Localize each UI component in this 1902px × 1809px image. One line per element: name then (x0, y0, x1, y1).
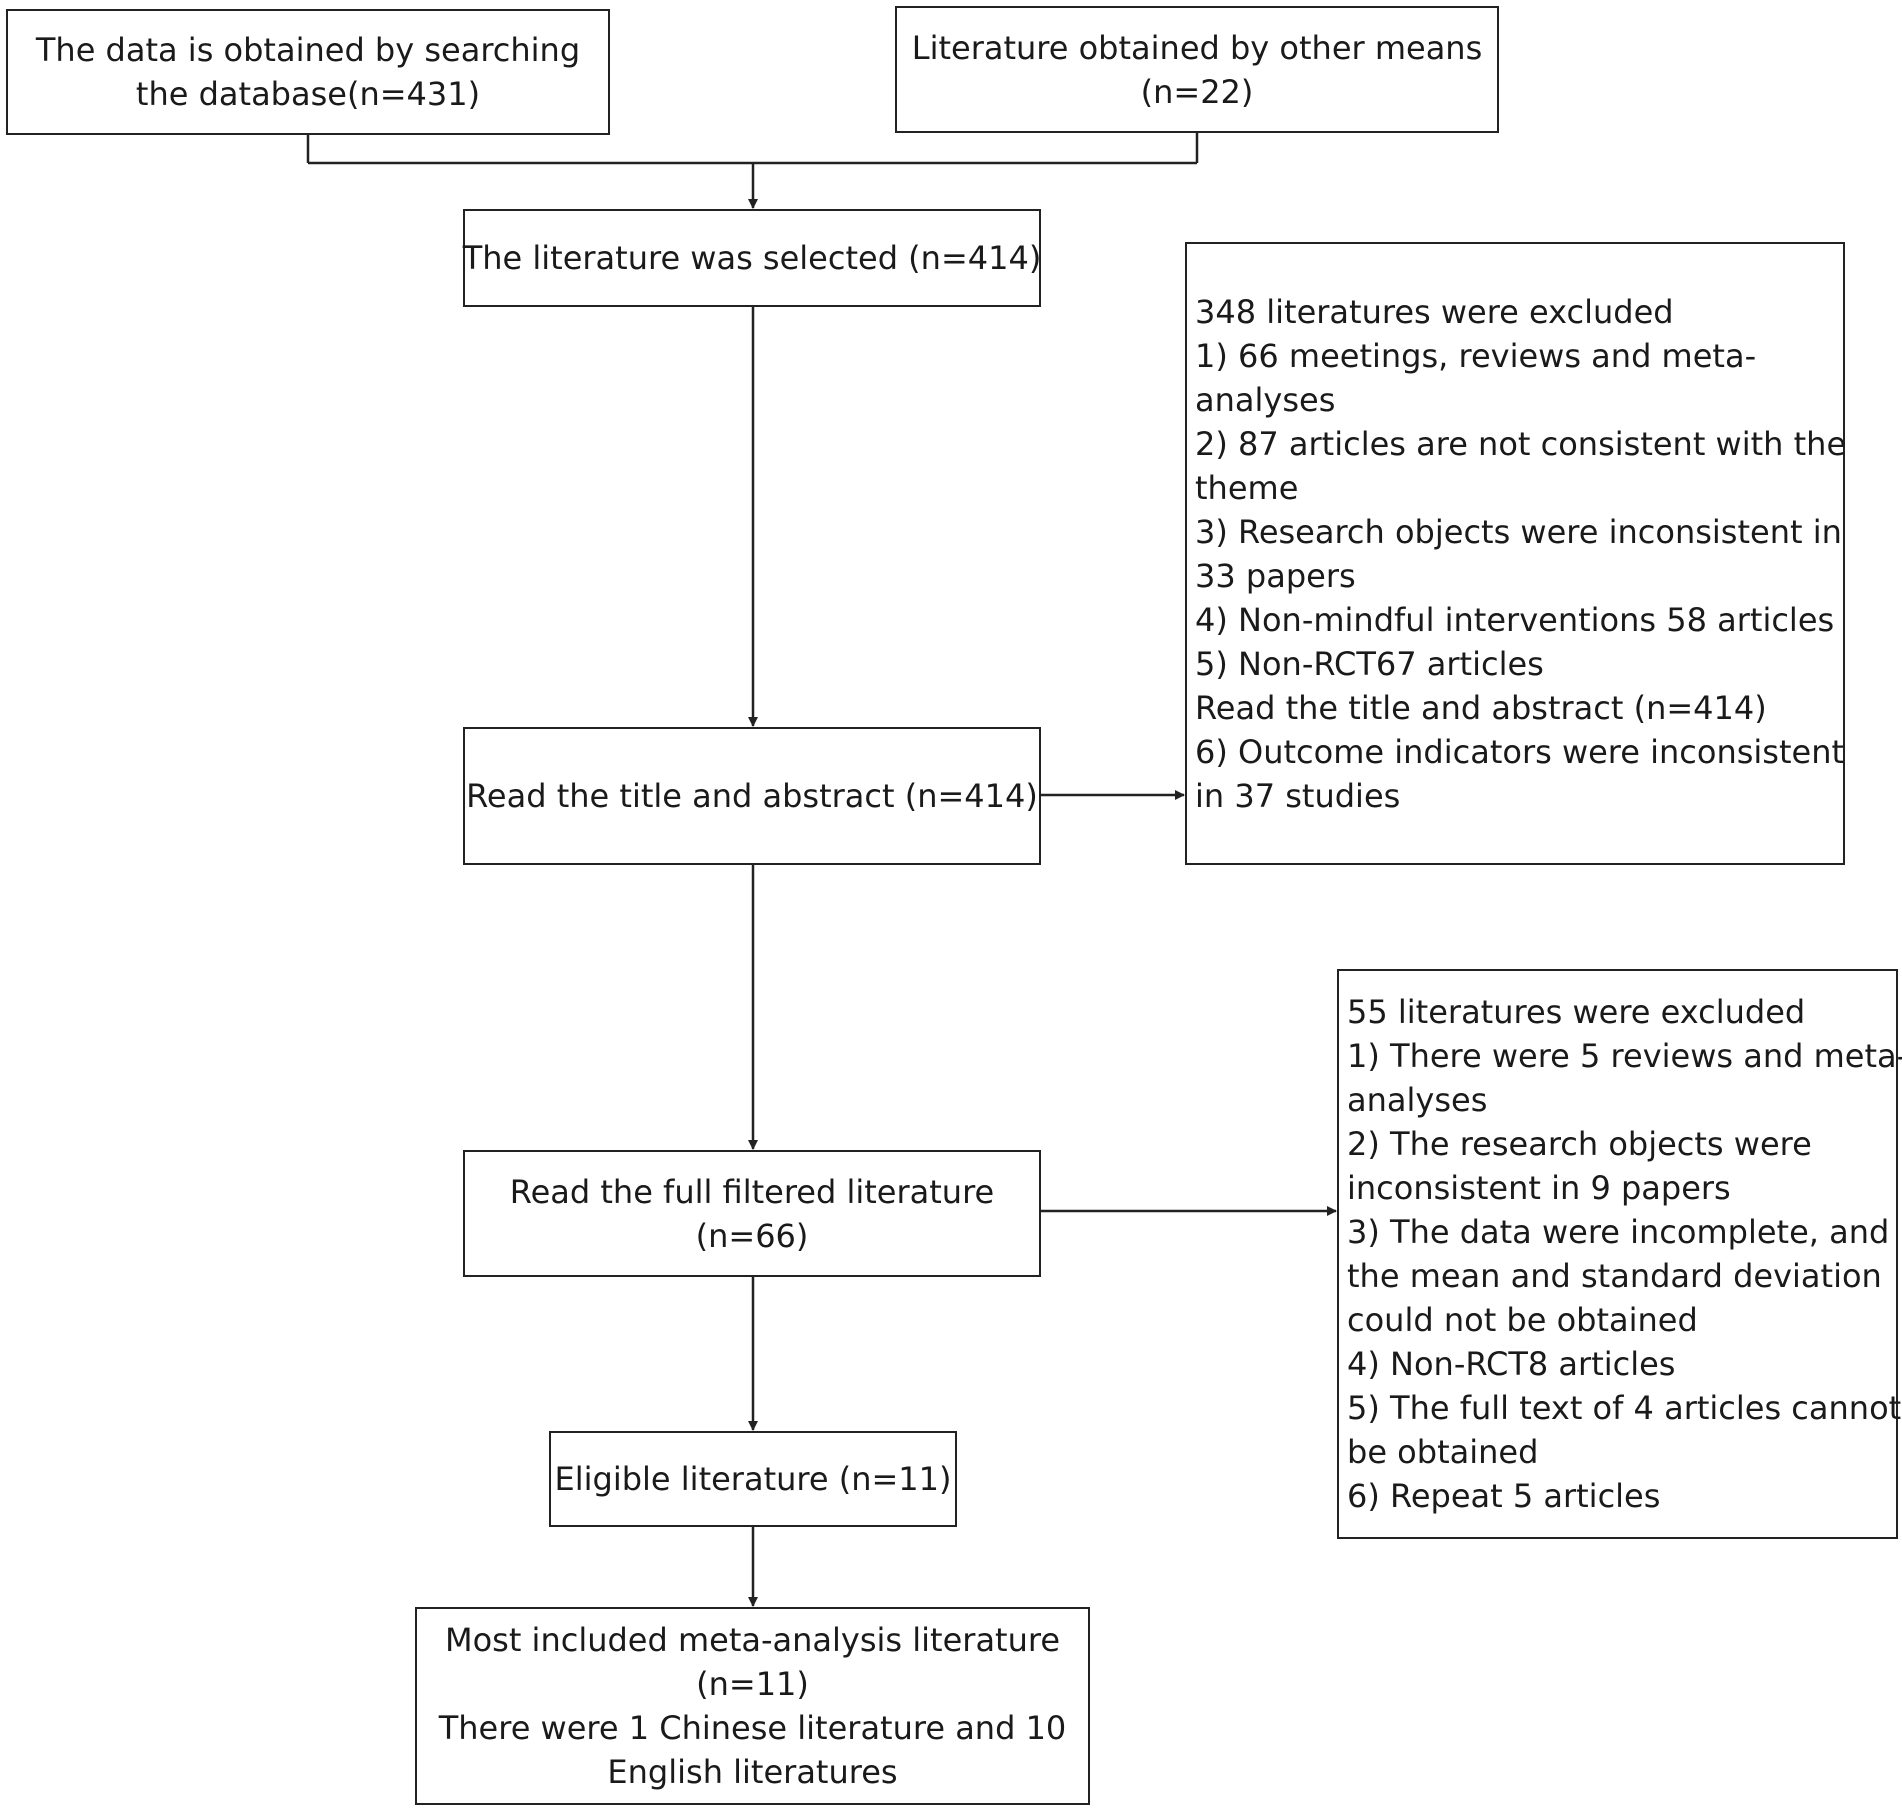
excluded-1-box: 348 literatures were excluded 1) 66 meet… (1185, 242, 1847, 865)
excluded-2-line-6: 3) The data were incomplete, and (1347, 1213, 1890, 1251)
other-means-line-2: (n=22) (1140, 72, 1254, 111)
database-search-box: The data is obtained by searching the da… (6, 9, 610, 135)
selected-box: The literature was selected (n=414) (463, 209, 1041, 307)
excluded-1-line-2: 1) 66 meetings, reviews and meta- (1195, 336, 1757, 375)
excluded-2-box: 55 literatures were excluded 1) There we… (1337, 969, 1902, 1539)
excluded-2-line-3: analyses (1347, 1081, 1488, 1119)
excluded-1-line-11: 6) Outcome indicators were inconsistent (1195, 732, 1845, 771)
eligible-line-1: Eligible literature (n=11) (554, 1460, 952, 1498)
excluded-1-line-7: 33 papers (1195, 556, 1356, 595)
excluded-1-line-5: theme (1195, 468, 1299, 507)
excluded-2-line-4: 2) The research objects were (1347, 1125, 1812, 1163)
included-line-4: English literatures (607, 1753, 898, 1791)
excluded-2-line-12: 6) Repeat 5 articles (1347, 1477, 1661, 1515)
database-search-line-2: the database(n=431) (135, 75, 481, 113)
database-search-line-1: The data is obtained by searching (35, 31, 581, 69)
included-box: Most included meta-analysis literature (… (415, 1607, 1090, 1805)
selected-line-1: The literature was selected (n=414) (462, 239, 1042, 277)
excluded-2-line-1: 55 literatures were excluded (1347, 993, 1806, 1031)
excluded-2-line-11: be obtained (1347, 1433, 1539, 1471)
full-text-line-1: Read the full filtered literature (509, 1172, 995, 1211)
eligible-box: Eligible literature (n=11) (549, 1431, 957, 1527)
other-means-line-1: Literature obtained by other means (911, 28, 1483, 67)
excluded-2-line-10: 5) The full text of 4 articles cannot (1347, 1389, 1902, 1427)
included-line-2: (n=11) (696, 1665, 809, 1703)
excluded-2-line-8: could not be obtained (1347, 1301, 1698, 1339)
excluded-2-line-9: 4) Non-RCT8 articles (1347, 1345, 1676, 1383)
excluded-1-line-9: 5) Non-RCT67 articles (1195, 644, 1544, 683)
excluded-1-line-6: 3) Research objects were inconsistent in (1195, 512, 1842, 551)
excluded-1-line-3: analyses (1195, 380, 1336, 419)
excluded-1-line-1: 348 literatures were excluded (1195, 292, 1674, 331)
full-text-line-2: (n=66) (695, 1216, 809, 1255)
excluded-1-line-10: Read the title and abstract (n=414) (1195, 688, 1767, 727)
excluded-1-line-4: 2) 87 articles are not consistent with t… (1195, 424, 1847, 463)
excluded-2-line-7: the mean and standard deviation (1347, 1257, 1882, 1295)
excluded-1-line-12: in 37 studies (1195, 776, 1401, 815)
included-line-1: Most included meta-analysis literature (444, 1621, 1061, 1659)
excluded-1-line-8: 4) Non-mindful interventions 58 articles (1195, 600, 1835, 639)
excluded-2-line-2: 1) There were 5 reviews and meta- (1347, 1037, 1902, 1075)
title-abstract-box: Read the title and abstract (n=414) (463, 727, 1041, 865)
included-line-3: There were 1 Chinese literature and 10 (438, 1709, 1067, 1747)
other-means-box: Literature obtained by other means (n=22… (895, 6, 1499, 133)
excluded-2-line-5: inconsistent in 9 papers (1347, 1169, 1731, 1207)
full-text-box: Read the full filtered literature (n=66) (463, 1150, 1041, 1277)
title-abstract-line-1: Read the title and abstract (n=414) (466, 777, 1038, 815)
